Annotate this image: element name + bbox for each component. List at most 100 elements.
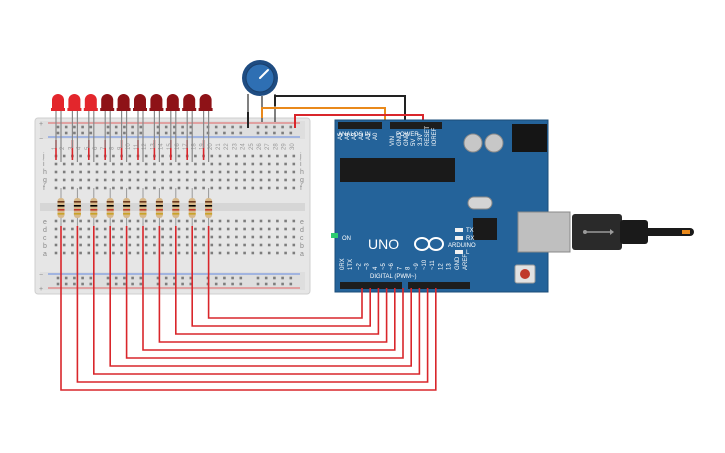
breadboard-hole[interactable]: [112, 178, 115, 182]
breadboard-hole[interactable]: [112, 186, 115, 190]
breadboard-hole[interactable]: [103, 186, 107, 190]
breadboard-hole[interactable]: [292, 243, 296, 247]
breadboard-hole[interactable]: [251, 251, 255, 255]
rail-hole[interactable]: [123, 282, 126, 286]
breadboard-hole[interactable]: [144, 162, 148, 166]
breadboard-hole[interactable]: [235, 243, 238, 247]
breadboard-hole[interactable]: [87, 251, 91, 255]
rail-hole[interactable]: [156, 282, 160, 286]
rail-hole[interactable]: [281, 131, 284, 135]
breadboard-hole[interactable]: [202, 227, 205, 231]
breadboard-hole[interactable]: [120, 162, 123, 166]
breadboard-hole[interactable]: [103, 243, 107, 247]
breadboard-hole[interactable]: [292, 186, 296, 190]
breadboard-hole[interactable]: [161, 154, 164, 158]
breadboard-hole[interactable]: [292, 251, 296, 255]
led[interactable]: [52, 94, 64, 110]
breadboard-hole[interactable]: [136, 178, 140, 182]
breadboard-hole[interactable]: [103, 227, 107, 231]
rail-hole[interactable]: [181, 282, 184, 286]
breadboard-hole[interactable]: [161, 235, 164, 239]
breadboard-hole[interactable]: [218, 154, 222, 158]
breadboard-hole[interactable]: [259, 227, 263, 231]
breadboard-hole[interactable]: [161, 243, 164, 247]
breadboard-hole[interactable]: [128, 227, 132, 231]
rail-hole[interactable]: [131, 131, 134, 135]
breadboard-hole[interactable]: [87, 162, 91, 166]
breadboard-hole[interactable]: [161, 170, 164, 174]
breadboard-hole[interactable]: [267, 235, 271, 239]
breadboard-hole[interactable]: [79, 235, 82, 239]
rail-hole[interactable]: [156, 125, 160, 129]
breadboard-hole[interactable]: [276, 235, 279, 239]
breadboard-hole[interactable]: [144, 219, 148, 223]
breadboard-hole[interactable]: [103, 178, 107, 182]
breadboard-hole[interactable]: [79, 154, 82, 158]
rail-hole[interactable]: [164, 282, 168, 286]
breadboard-hole[interactable]: [226, 219, 230, 223]
breadboard-hole[interactable]: [251, 219, 255, 223]
rail-hole[interactable]: [106, 282, 110, 286]
breadboard-hole[interactable]: [284, 162, 287, 166]
breadboard-hole[interactable]: [235, 178, 238, 182]
breadboard-hole[interactable]: [103, 170, 107, 174]
breadboard-hole[interactable]: [79, 243, 82, 247]
breadboard-hole[interactable]: [161, 227, 164, 231]
breadboard-hole[interactable]: [259, 219, 263, 223]
breadboard-hole[interactable]: [226, 235, 230, 239]
breadboard-hole[interactable]: [95, 227, 99, 231]
breadboard-hole[interactable]: [276, 243, 279, 247]
breadboard-hole[interactable]: [284, 235, 287, 239]
breadboard-hole[interactable]: [95, 235, 99, 239]
breadboard-hole[interactable]: [226, 178, 230, 182]
breadboard-hole[interactable]: [218, 219, 222, 223]
breadboard-hole[interactable]: [136, 227, 140, 231]
rail-hole[interactable]: [281, 125, 284, 129]
breadboard-hole[interactable]: [177, 243, 181, 247]
rail-hole[interactable]: [81, 125, 84, 129]
breadboard-hole[interactable]: [62, 170, 66, 174]
rail-hole[interactable]: [214, 276, 218, 280]
breadboard-hole[interactable]: [292, 219, 296, 223]
breadboard-hole[interactable]: [210, 154, 214, 158]
rail-hole[interactable]: [181, 131, 184, 135]
breadboard-hole[interactable]: [235, 251, 238, 255]
breadboard-hole[interactable]: [276, 186, 279, 190]
breadboard-hole[interactable]: [144, 154, 148, 158]
rail-hole[interactable]: [189, 276, 193, 280]
breadboard-hole[interactable]: [169, 251, 173, 255]
breadboard-hole[interactable]: [194, 243, 197, 247]
breadboard-hole[interactable]: [71, 219, 74, 223]
breadboard-hole[interactable]: [267, 243, 271, 247]
breadboard-hole[interactable]: [267, 186, 271, 190]
breadboard-hole[interactable]: [71, 251, 74, 255]
breadboard-hole[interactable]: [136, 251, 140, 255]
breadboard-hole[interactable]: [87, 235, 91, 239]
breadboard-hole[interactable]: [185, 219, 189, 223]
breadboard-hole[interactable]: [185, 186, 189, 190]
breadboard-hole[interactable]: [185, 227, 189, 231]
breadboard-hole[interactable]: [120, 235, 123, 239]
breadboard-hole[interactable]: [276, 170, 279, 174]
rail-hole[interactable]: [264, 125, 268, 129]
breadboard-hole[interactable]: [251, 227, 255, 231]
breadboard-hole[interactable]: [71, 243, 74, 247]
breadboard-hole[interactable]: [54, 227, 58, 231]
breadboard-hole[interactable]: [210, 186, 214, 190]
rail-hole[interactable]: [189, 282, 193, 286]
breadboard-hole[interactable]: [292, 235, 296, 239]
breadboard-hole[interactable]: [243, 154, 246, 158]
led[interactable]: [101, 94, 114, 110]
breadboard-hole[interactable]: [276, 219, 279, 223]
breadboard-hole[interactable]: [169, 243, 173, 247]
breadboard-hole[interactable]: [120, 178, 123, 182]
breadboard-hole[interactable]: [79, 219, 82, 223]
rail-hole[interactable]: [73, 131, 76, 135]
breadboard-hole[interactable]: [120, 243, 123, 247]
breadboard-hole[interactable]: [128, 219, 132, 223]
rail-hole[interactable]: [264, 131, 268, 135]
breadboard-hole[interactable]: [103, 162, 107, 166]
breadboard-hole[interactable]: [218, 162, 222, 166]
breadboard-hole[interactable]: [284, 227, 287, 231]
breadboard-hole[interactable]: [79, 251, 82, 255]
